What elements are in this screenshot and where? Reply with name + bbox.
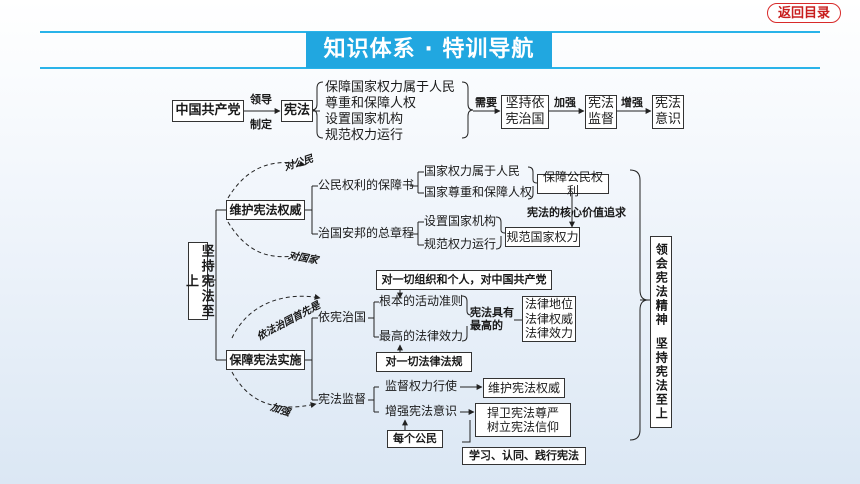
text-core-value: 宪法的核心价值追求 <box>527 206 626 219</box>
box-constitution: 宪法 <box>281 100 313 122</box>
box-all-organizations: 对一切组织和个人，对中国共产党 <box>376 270 552 290</box>
label-need: 需要 <box>475 96 497 109</box>
text-authority: 法律权威 <box>524 311 573 326</box>
top-item-2: 尊重和保障人权 <box>325 96 417 111</box>
box-protect-rights: 保障公民权利 <box>537 170 609 198</box>
text-status: 法律地位 <box>524 297 573 312</box>
box-all-laws: 对一切法律法规 <box>376 352 472 372</box>
text-has-highest: 宪法具有最高的 <box>470 306 514 333</box>
page-title: 知识体系 · 特训导航 <box>306 32 552 68</box>
text-power-to-people: 国家权力属于人民 <box>424 164 521 178</box>
text-rights-guarantee: 公民权利的保障书 <box>318 178 415 192</box>
top-item-3: 设置国家机构 <box>325 112 404 127</box>
text-fundamental-norm: 根本的活动准则 <box>379 294 464 308</box>
box-rule-by-constitution: 坚持依宪治国 <box>501 95 549 129</box>
header-rule-bottom <box>40 67 820 69</box>
box-awareness: 宪法意识 <box>652 95 684 129</box>
top-item-1: 保障国家权力属于人民 <box>325 80 456 95</box>
text-general-charter: 治国安邦的总章程 <box>318 226 415 240</box>
box-learn-practice: 学习、认同、践行宪法 <box>462 447 586 465</box>
text-supreme-effect: 最高的法律效力 <box>379 329 464 343</box>
label-strengthen-1: 加强 <box>554 96 576 109</box>
box-every-citizen: 每个公民 <box>387 430 443 448</box>
box-regulate-power: 规范国家权力 <box>505 227 580 247</box>
box-party: 中国共产党 <box>172 100 244 122</box>
text-effect: 法律效力 <box>524 326 573 341</box>
text-set-organs: 设置国家机构 <box>424 214 497 228</box>
box-supervision: 宪法监督 <box>585 95 617 129</box>
box-right-summary: 领会宪法精神 坚持宪法至上 <box>650 236 672 428</box>
back-to-contents-button[interactable]: 返回目录 <box>767 3 841 23</box>
text-rule-by-constitution: 依宪治国 <box>318 310 367 324</box>
text-uphold-supremacy: 坚持宪法至上 <box>654 337 669 421</box>
box-ensure-implementation: 保障宪法实施 <box>226 350 305 370</box>
box-defend-constitution: 捍卫宪法尊严树立宪法信仰 <box>475 403 571 437</box>
text-supervision: 宪法监督 <box>318 392 367 406</box>
label-strengthen-2: 增强 <box>621 96 643 109</box>
text-human-rights: 国家尊重和保障人权 <box>424 185 533 199</box>
box-uphold-constitution: 坚持宪法至上 <box>183 242 214 320</box>
label-make: 制定 <box>250 118 272 131</box>
box-legal-status: 法律地位 法律权威 法律效力 <box>522 296 576 342</box>
text-check-power: 监督权力行使 <box>385 379 458 393</box>
box-maintain-authority-2: 维护宪法权威 <box>483 378 565 398</box>
label-lead: 领导 <box>250 93 272 106</box>
top-item-4: 规范权力运行 <box>325 128 404 143</box>
box-maintain-authority: 维护宪法权威 <box>226 200 305 220</box>
text-regulate-operation: 规范权力运行 <box>424 237 497 251</box>
text-raise-awareness: 增强宪法意识 <box>385 404 458 418</box>
text-grasp-spirit: 领会宪法精神 <box>654 243 669 327</box>
